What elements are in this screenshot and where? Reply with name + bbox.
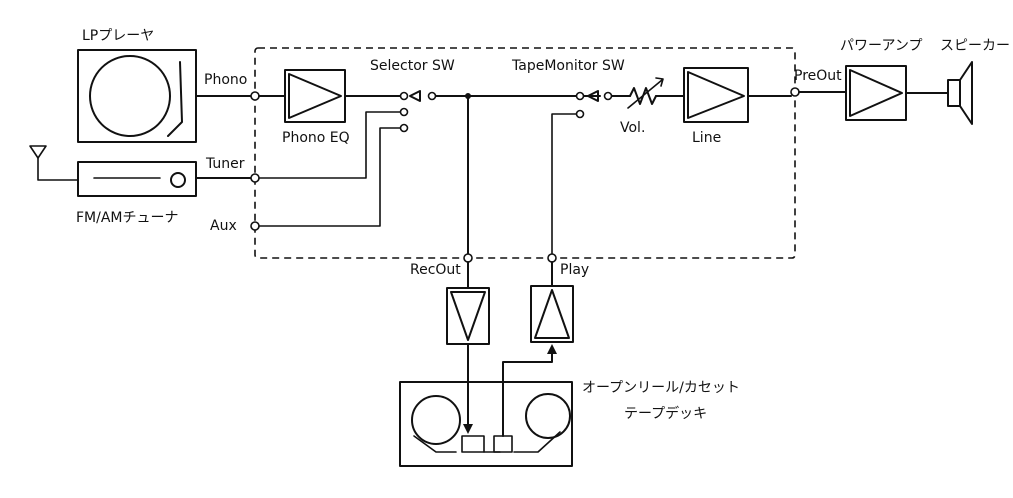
play-head [493, 435, 513, 453]
tape-deck: オープンリール/カセット テープデッキ [399, 380, 740, 467]
pre-out-label: PreOut [794, 68, 842, 84]
phono-jack-label: Phono [204, 72, 247, 88]
tuner-jack-label: Tuner [205, 156, 245, 172]
tape-monitor-sw-label: TapeMonitor SW [511, 58, 625, 74]
line-amp-block: Line [683, 67, 749, 146]
amplifier-enclosure [254, 47, 796, 259]
phono-eq-block: Phono EQ [282, 69, 350, 146]
aux-jack-label: Aux [210, 218, 237, 234]
rec-out-jack [463, 253, 473, 263]
power-amp-block: パワーアンプ [840, 38, 922, 121]
lp-player-label: LPプレーヤ [82, 28, 154, 44]
speaker-label: スピーカー [940, 38, 1010, 54]
tuner-jack [250, 173, 260, 183]
rec-head [461, 435, 485, 453]
aux-jack [250, 221, 260, 231]
play-jack [547, 253, 557, 263]
rec-out-label: RecOut [410, 262, 461, 278]
tuner-label: FM/AMチューナ [76, 210, 179, 226]
tape-deck-label-1: オープンリール/カセット [582, 380, 740, 396]
play-label: Play [560, 262, 589, 278]
line-label: Line [692, 130, 721, 146]
speaker-icon: スピーカー [940, 38, 1010, 125]
rec-amp-block [446, 287, 490, 345]
play-amp-block [530, 285, 574, 343]
pre-out-jack [790, 87, 800, 97]
selector-sw-label: Selector SW [370, 58, 455, 74]
lp-player: LPプレーヤ [77, 28, 197, 143]
volume-label: Vol. [620, 120, 645, 136]
phono-jack [250, 91, 260, 101]
power-amp-label: パワーアンプ [840, 38, 922, 54]
tuner: FM/AMチューナ [76, 161, 197, 226]
tape-monitor-switch [575, 90, 613, 119]
tape-deck-label-2: テープデッキ [624, 405, 707, 422]
phono-eq-label: Phono EQ [282, 130, 350, 146]
selector-switch [399, 90, 601, 133]
volume-resistor-icon [627, 77, 664, 109]
antenna-icon [29, 145, 79, 181]
